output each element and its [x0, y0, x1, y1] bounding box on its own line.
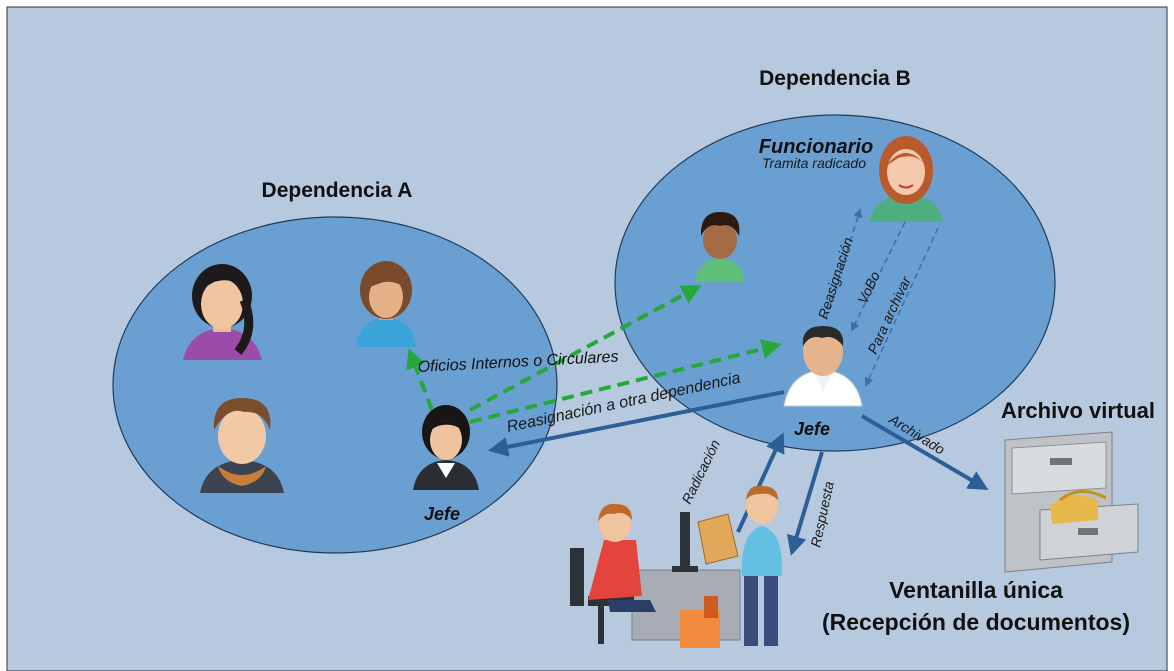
arrow-para-archivar [864, 227, 939, 387]
arrow-jefe-a-to-jefe-b [469, 339, 782, 424]
jefe-b-label: Jefe [794, 419, 830, 439]
arrow-jefe-b-to-jefe-a [488, 390, 785, 457]
dependencia-a-region [112, 216, 558, 554]
funcionario-sublabel: Tramita radicado [762, 155, 866, 171]
man-scarf-avatar-icon [200, 398, 284, 493]
businesswoman-avatar-icon [413, 405, 479, 490]
filing-cabinet-icon [1004, 431, 1139, 573]
dependencia-a-title: Dependencia A [262, 179, 413, 202]
businessman-avatar-icon [783, 326, 863, 407]
clerk-at-desk-icon [570, 503, 741, 648]
funcionario-label: Funcionario [759, 136, 873, 158]
dependencia-b-title: Dependencia B [759, 67, 911, 90]
ventanilla-line2: (Recepción de documentos) [822, 609, 1130, 635]
arrow-reasignacion [825, 208, 863, 319]
archivo-virtual-title: Archivo virtual [1001, 398, 1155, 423]
arrow-radicacion [736, 432, 785, 533]
ventanilla-line1: Ventanilla única [889, 577, 1063, 603]
arrow-respuesta [787, 451, 824, 556]
man-with-folder-icon [697, 485, 783, 646]
arrow-archivado [860, 414, 989, 491]
woman-braid-avatar-icon [183, 264, 262, 360]
boy-curly-hair-avatar-icon [695, 212, 745, 282]
jefe-a-label: Jefe [424, 504, 460, 524]
dependencia-b-region [614, 114, 1056, 452]
arrow-vobo [851, 221, 906, 332]
arrow-jefe-a-to-woman [406, 348, 434, 411]
redhead-woman-avatar-icon [869, 136, 943, 222]
arrow-jefe-a-to-boy [469, 285, 702, 412]
woman-short-hair-avatar-icon [356, 261, 416, 347]
